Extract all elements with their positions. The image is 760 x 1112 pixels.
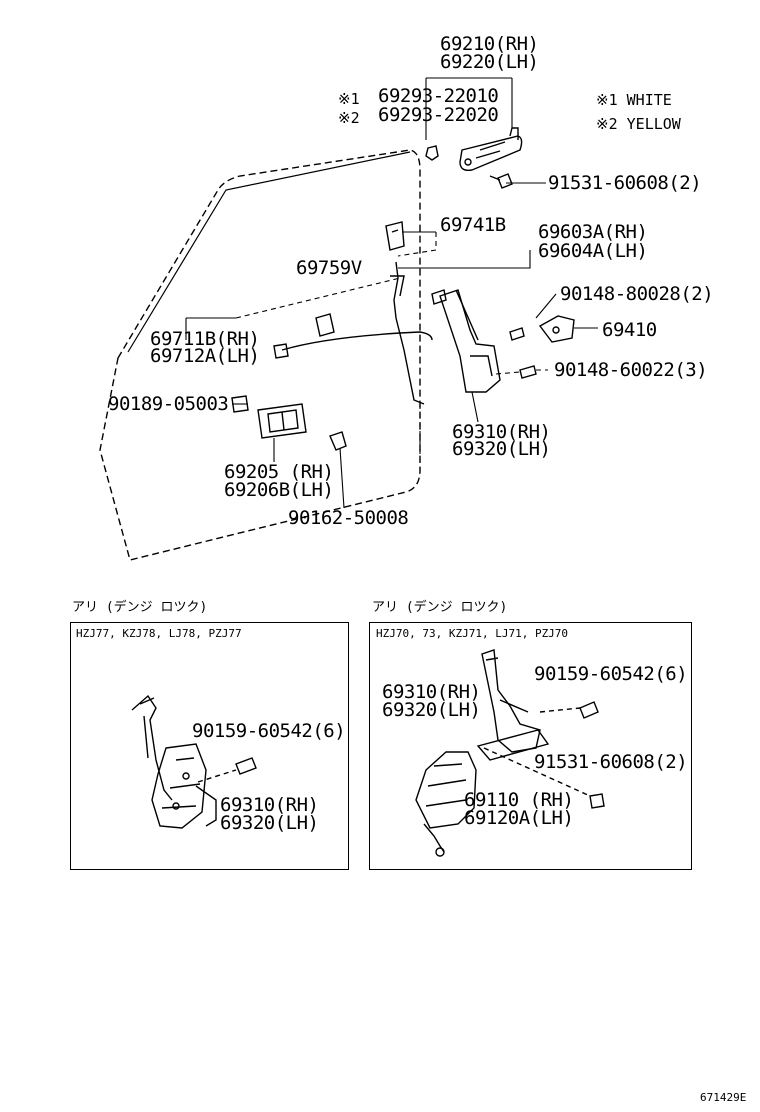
- label-91531-60608-top: 91531-60608(2): [548, 172, 702, 194]
- label-90162-50008: 90162-50008: [288, 507, 409, 529]
- clip-69293-part: [425, 145, 439, 161]
- label-90148-80028: 90148-80028(2): [560, 283, 714, 305]
- rod-69603A-part: [390, 261, 425, 405]
- label-69741B: 69741B: [440, 214, 506, 236]
- drawing-id: 671429E: [700, 1091, 747, 1104]
- label-69206B-lh: 69206B(LH): [224, 479, 334, 501]
- label-90148-60022: 90148-60022(3): [554, 359, 708, 381]
- screw-90162-part: [329, 431, 347, 451]
- legend-yellow: ※2 YELLOW: [596, 115, 681, 133]
- right-label-69120A-lh: 69120A(LH): [464, 807, 574, 829]
- left-panel-caption: アリ (デンジ ロツク): [72, 600, 208, 615]
- right-label-69320-lh: 69320(LH): [382, 699, 481, 721]
- left-label-90159-60542: 90159-60542(6): [192, 720, 346, 742]
- label-69210-rh: 69210(RH): [440, 33, 539, 55]
- screw-90148-80028-part: [509, 327, 525, 341]
- switch-69205-part: [257, 403, 307, 439]
- clip-90189-part: [231, 395, 249, 413]
- label-69220-lh: 69220(LH): [440, 51, 539, 73]
- cable-69711B-part: [273, 331, 433, 359]
- label-69320-lh-main: 69320(LH): [452, 438, 551, 460]
- label-69293-22010: 69293-22010: [378, 85, 499, 107]
- clip-69759V-part: [315, 313, 335, 337]
- label-69711B-rh: 69711B(RH): [150, 328, 260, 350]
- label-69205-rh: 69205 (RH): [224, 461, 334, 483]
- screw-90148-60022-part: [519, 365, 537, 379]
- legend-white: ※1 WHITE: [596, 91, 672, 109]
- left-label-69320-lh: 69320(LH): [220, 812, 319, 834]
- label-69310-rh-main: 69310(RH): [452, 421, 551, 443]
- lock-assembly-main-part: [431, 289, 501, 393]
- right-panel-artwork: [415, 649, 605, 857]
- right-panel-models: HZJ70, 73, KZJ71, LJ71, PZJ70: [376, 627, 569, 640]
- label-69293-22020: 69293-22020: [378, 104, 499, 126]
- label-69759V: 69759V: [296, 257, 362, 279]
- left-variant-panel: [70, 622, 349, 870]
- outside-handle-part: [459, 127, 523, 172]
- label-69603A-rh: 69603A(RH): [538, 221, 648, 243]
- door-window-frame: [127, 151, 411, 353]
- bolt-91531-top-part: [489, 173, 513, 189]
- label-90189-05003: 90189-05003: [108, 393, 229, 415]
- dashed-leader-lines: [235, 232, 548, 470]
- left-panel-models: HZJ77, KZJ78, LJ78, PZJ77: [76, 627, 242, 640]
- right-variant-panel: [369, 622, 692, 870]
- right-label-69310-rh: 69310(RH): [382, 681, 481, 703]
- left-label-69310-rh: 69310(RH): [220, 794, 319, 816]
- leader-lines: [185, 77, 598, 509]
- striker-69410-part: [538, 315, 575, 343]
- right-label-90159-60542: 90159-60542(6): [534, 663, 688, 685]
- left-panel-artwork: [131, 694, 257, 829]
- label-69410: 69410: [602, 319, 657, 341]
- clip-69741B-part: [385, 221, 405, 251]
- right-label-91531-60608: 91531-60608(2): [534, 751, 688, 773]
- door-outline: [99, 149, 421, 561]
- label-69604A-lh: 69604A(LH): [538, 240, 648, 262]
- right-label-69110-rh: 69110 (RH): [464, 789, 574, 811]
- note-mark-2: ※2: [338, 109, 360, 127]
- right-panel-caption: アリ (デンジ ロツク): [372, 600, 508, 615]
- label-69712A-lh: 69712A(LH): [150, 345, 260, 367]
- note-mark-1: ※1: [338, 90, 360, 108]
